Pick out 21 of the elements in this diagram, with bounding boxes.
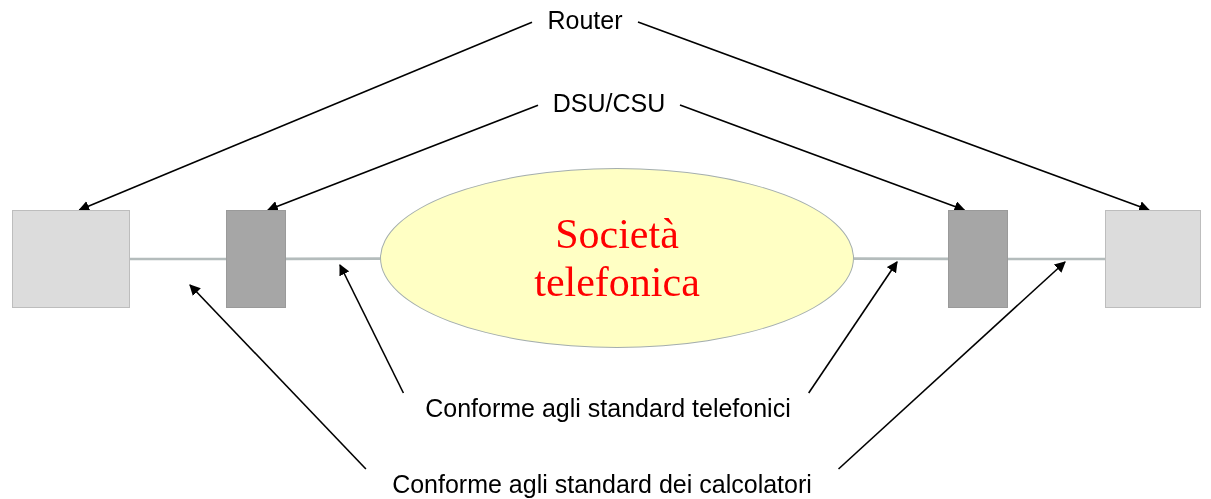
connecting-line <box>854 257 948 261</box>
callout-label: Router <box>547 5 623 35</box>
leader-arrow <box>807 261 898 394</box>
leader-arrow <box>189 284 367 470</box>
arrow <box>679 104 966 212</box>
leader-arrow <box>837 261 1066 470</box>
connecting-line <box>1008 257 1105 261</box>
dsu-csu-box <box>226 210 286 308</box>
dsu-csu-box <box>948 210 1008 308</box>
callout-label: Conforme agli standard telefonici <box>425 393 791 423</box>
callout-label: DSU/CSU <box>552 88 666 118</box>
arrow <box>637 21 1151 212</box>
connecting-line <box>130 257 226 261</box>
ellipse-label: Società telefonica <box>533 209 701 307</box>
router-box <box>1105 210 1201 308</box>
callout-label: Conforme agli standard dei calcolatori <box>392 469 812 499</box>
leader-arrow <box>339 264 405 394</box>
arrow <box>78 21 533 212</box>
arrow <box>266 104 539 212</box>
router-box <box>12 210 130 308</box>
connecting-line <box>286 257 380 261</box>
